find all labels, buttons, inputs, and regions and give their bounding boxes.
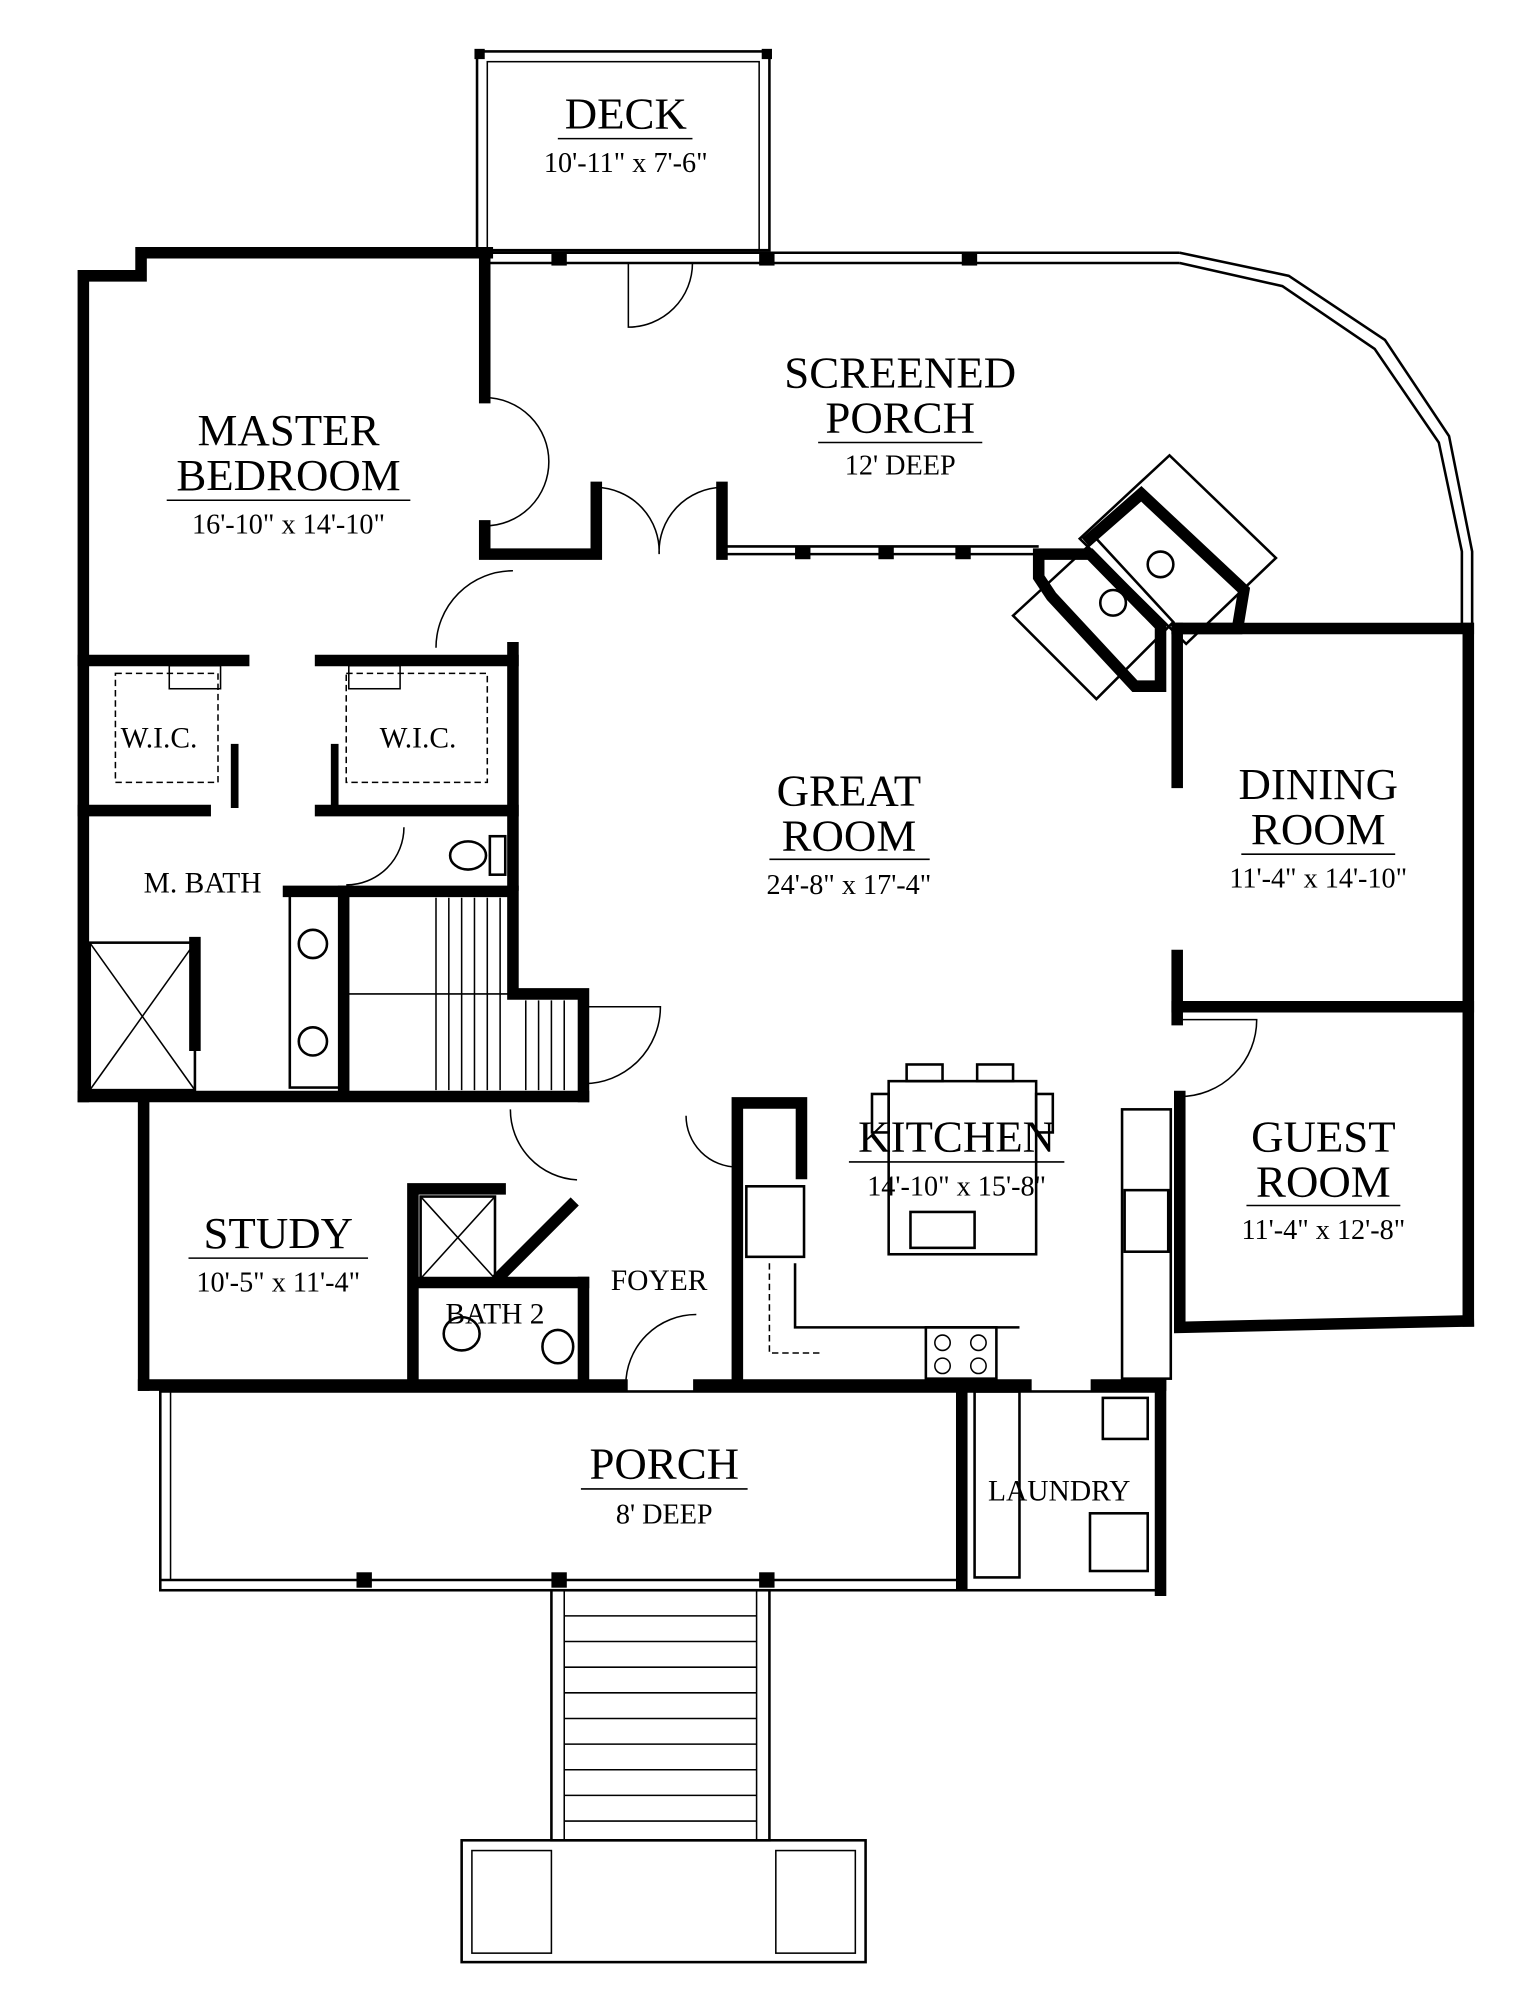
room-dims-screened-porch: 12' DEEP	[845, 451, 956, 482]
interior-stair	[348, 897, 566, 1091]
room-dims-deck: 10'-11" x 7'-6"	[544, 148, 708, 179]
room-label-great-room-2: ROOM	[782, 810, 917, 860]
front-stairs	[460, 1588, 867, 1964]
deck	[474, 48, 772, 252]
room-label-screened-porch-2: PORCH	[825, 392, 975, 442]
room-label-master-bedroom-1: MASTER	[198, 405, 380, 455]
room-label-master-bath: M. BATH	[144, 868, 262, 900]
room-label-guest-room-2: ROOM	[1256, 1157, 1391, 1207]
room-label-deck: DECK	[565, 88, 687, 138]
room-dims-guest-room: 11'-4" x 12'-8"	[1242, 1215, 1406, 1246]
room-label-master-bedroom-2: BEDROOM	[176, 450, 400, 500]
room-label-dining-room-1: DINING	[1238, 759, 1398, 809]
room-label-kitchen: KITCHEN	[858, 1112, 1055, 1162]
room-label-laundry: LAUNDRY	[988, 1475, 1131, 1507]
room-dims-dining-room: 11'-4" x 14'-10"	[1229, 864, 1407, 895]
walls	[77, 246, 1475, 1597]
room-label-foyer: FOYER	[611, 1265, 708, 1297]
room-label-bath2: BATH 2	[445, 1299, 544, 1331]
room-label-great-room-1: GREAT	[777, 765, 922, 815]
room-label-dining-room-2: ROOM	[1251, 804, 1386, 854]
room-dims-porch: 8' DEEP	[616, 1500, 713, 1531]
room-label-study: STUDY	[203, 1208, 353, 1258]
room-dims-study: 10'-5" x 11'-4"	[196, 1267, 360, 1298]
room-label-wic-left: W.I.C.	[121, 723, 198, 755]
room-label-guest-room-1: GUEST	[1251, 1112, 1396, 1162]
room-dims-kitchen: 14'-10" x 15'-8"	[867, 1171, 1046, 1202]
room-dims-master-bedroom: 16'-10" x 14'-10"	[192, 510, 385, 541]
room-dims-great-room: 24'-8" x 17'-4"	[767, 870, 932, 901]
room-label-porch: PORCH	[589, 1439, 739, 1489]
room-label-wic-right: W.I.C.	[380, 723, 457, 755]
room-label-screened-porch-1: SCREENED	[784, 347, 1016, 397]
